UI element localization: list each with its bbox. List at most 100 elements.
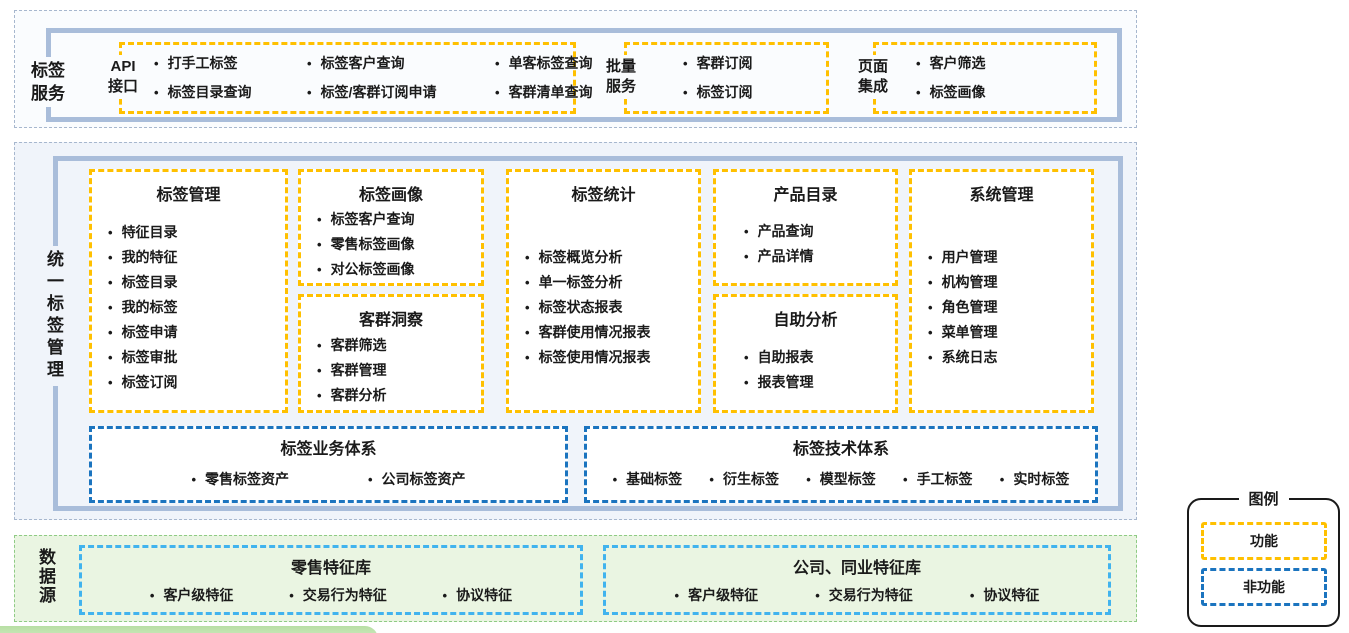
box-retail-feature-library: 零售特征库 客户级特征交易行为特征协议特征 [79,545,583,615]
box-title: 系统管理 [969,187,1034,204]
list-item: 零售标签画像 [317,232,481,257]
list-item: 零售标签资产 [191,469,289,490]
box-customer-group-insight: 客群洞察 客群筛选客群管理客群分析 [298,294,484,413]
list-item: 客群筛选 [317,333,481,358]
decorative-strip [0,626,378,633]
list-item: 菜单管理 [928,320,1091,345]
list-item: 打手工标签 [154,49,287,78]
box-items: 自助报表报表管理 [716,330,895,410]
box-items: 用户管理机构管理角色管理菜单管理系统日志 [912,205,1091,410]
box-title: 零售特征库 [290,560,371,577]
list-item: 客户筛选 [916,49,986,78]
page-group-label: 页面 集成 [849,55,897,99]
list-item: 单客标签查询 [495,49,593,78]
group-label-line: 集成 [857,78,888,95]
list-item: 标签状态报表 [525,295,698,320]
list-item: 客群管理 [317,358,481,383]
box-title: 标签画像 [358,187,423,204]
box-title: 客群洞察 [358,312,423,329]
list-item: 报表管理 [744,370,895,395]
group-label-line: 接口 [107,78,138,95]
batch-service-box: 客群订阅标签订阅 [624,42,829,114]
box-tag-management: 标签管理 特征目录我的特征标签目录我的标签标签申请标签审批标签订阅 [89,169,288,413]
box-title: 标签业务体系 [280,441,377,458]
box-title: 标签管理 [156,187,221,204]
list-item: 客群订阅 [683,49,753,78]
tag-service-side-label: 标签 服务 [17,57,79,107]
batch-group-label: 批量 服务 [598,55,644,99]
list-item: 对公标签画像 [317,257,481,282]
list-item: 协议特征 [970,585,1039,606]
group-label-line: 页面 [857,58,888,75]
list-item: 用户管理 [928,245,1091,270]
section-tag-service: 标签 服务 API 接口 打手工标签标签目录查询 标签客户查询标签/客群订阅申请… [14,10,1137,128]
list-item: 我的特征 [108,245,285,270]
box-items: 特征目录我的特征标签目录我的标签标签申请标签审批标签订阅 [92,205,285,410]
list-item: 我的标签 [108,295,285,320]
box-tag-portrait: 标签画像 标签客户查询零售标签画像对公标签画像 [298,169,484,286]
side-label-line: 服务 [31,84,65,103]
box-title: 产品目录 [773,187,838,204]
box-items: 基础标签 衍生标签 模型标签 手工标签 实时标签 [587,459,1095,500]
list-item: 自助报表 [744,345,895,370]
list-item: 客户级特征 [675,585,758,606]
list-item: 实时标签 [1000,469,1069,490]
api-service-box: 打手工标签标签目录查询 标签客户查询标签/客群订阅申请 单客标签查询客群清单查询 [119,42,593,114]
list-item: 标签订阅 [108,370,285,395]
list-item: 标签审批 [108,345,285,370]
list-item: 特征目录 [108,220,285,245]
list-item: 协议特征 [443,585,512,606]
list-item: 单一标签分析 [525,270,698,295]
group-label-line: 批量 [605,58,636,75]
list-item: 产品查询 [744,219,895,244]
legend-function-label: 功能 [1250,533,1278,549]
data-source-side-label: 数据源 [36,548,55,605]
list-item: 基础标签 [613,469,682,490]
box-title: 标签统计 [571,187,636,204]
list-item: 系统日志 [928,345,1091,370]
legend-non-function-entry: 非功能 [1201,568,1327,606]
list-item: 衍生标签 [709,469,779,490]
list-item: 标签使用情况报表 [525,345,698,370]
box-items: 标签客户查询零售标签画像对公标签画像 [301,205,481,283]
box-items: 客群筛选客群管理客群分析 [301,330,481,410]
list-item: 交易行为特征 [289,585,387,606]
page-item-column: 客户筛选标签画像 [916,49,986,107]
box-items: 产品查询产品详情 [716,205,895,283]
box-self-service-analysis: 自助分析 自助报表报表管理 [713,294,898,413]
box-title: 公司、同业特征库 [792,560,921,577]
list-item: 角色管理 [928,295,1091,320]
batch-item-column: 客群订阅标签订阅 [683,49,753,107]
box-tag-technology-system: 标签技术体系 基础标签衍生标签模型标签手工标签实时标签 [584,426,1098,503]
api-item-column: 标签客户查询标签/客群订阅申请 [307,49,475,107]
list-item: 交易行为特征 [815,585,913,606]
list-item: 客群分析 [317,383,481,408]
box-tag-statistics: 标签统计 标签概览分析单一标签分析标签状态报表客群使用情况报表标签使用情况报表 [506,169,701,413]
page-integration-box: 客户筛选标签画像 [873,42,1097,114]
legend-function-entry: 功能 [1201,522,1327,560]
side-label-line: 标签 [31,61,65,80]
legend: 图例 功能 非功能 [1187,488,1340,627]
list-item: 标签画像 [916,78,986,107]
list-item: 标签目录 [108,270,285,295]
unified-tag-side-label: 统一标签管理 [35,246,72,386]
list-item: 标签客户查询 [307,49,475,78]
box-items: 标签概览分析单一标签分析标签状态报表客群使用情况报表标签使用情况报表 [509,205,698,410]
list-item: 标签申请 [108,320,285,345]
group-label-line: API [110,58,136,75]
group-label-line: 服务 [605,78,636,95]
list-item: 公司标签资产 [368,469,466,490]
list-item: 客群清单查询 [495,78,593,107]
box-items: 客户级特征交易行为特征协议特征 [82,578,580,612]
list-item: 手工标签 [903,469,973,490]
legend-title: 图例 [1238,488,1289,509]
list-item: 标签概览分析 [525,245,698,270]
list-item: 标签/客群订阅申请 [307,78,475,107]
box-items: 客户级特征 交易行为特征 协议特征 [606,578,1108,612]
legend-non-function-label: 非功能 [1243,579,1285,595]
list-item: 客群使用情况报表 [525,320,698,345]
list-item: 模型标签 [806,469,876,490]
box-items: 零售标签资产 公司标签资产 [92,459,565,500]
section-unified-tag-management: 统一标签管理 标签管理 特征目录我的特征标签目录我的标签标签申请标签审批标签订阅… [14,142,1137,520]
